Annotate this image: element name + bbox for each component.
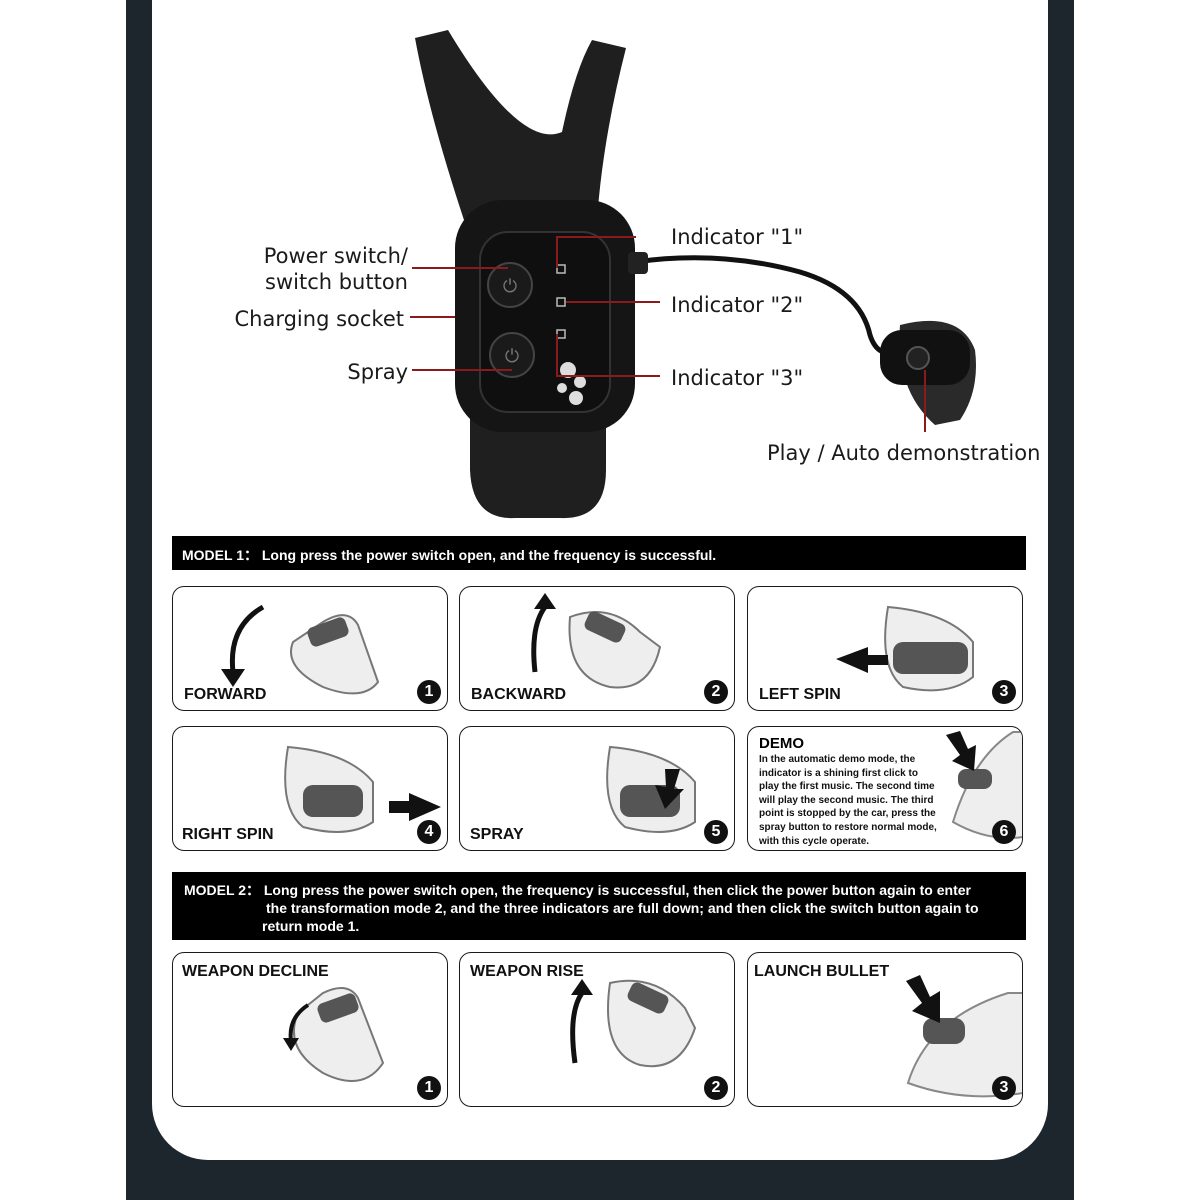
page-margin-left: [0, 0, 128, 1200]
indicator-1-icon: [556, 264, 566, 274]
remote-icon: [584, 611, 626, 643]
panel-backward: BACKWARD 2: [459, 586, 735, 711]
hand-icon: [607, 979, 697, 1068]
remote-icon: [317, 993, 359, 1023]
remote-icon: [627, 982, 669, 1014]
arrow-press-icon: [906, 975, 940, 1023]
panel-forward: FORWARD 1: [172, 586, 448, 711]
panel-label: FORWARD: [184, 686, 267, 703]
finger-icon: [906, 992, 1022, 1098]
indicator-2-callout: Indicator "2": [671, 293, 804, 317]
arrow-up-icon: [570, 991, 585, 1064]
power-button-icon: [487, 262, 533, 308]
arrow-left-icon: [836, 647, 888, 673]
panel-label: LEFT SPIN: [759, 686, 841, 703]
arrow-up-icon: [531, 605, 548, 673]
step-number: 1: [417, 1076, 441, 1100]
arrow-press-icon: [655, 769, 684, 809]
model1-banner: MODEL 1： Long press the power switch ope…: [172, 536, 1026, 570]
indicator-1-callout: Indicator "1": [671, 225, 804, 249]
panel-label: LAUNCH BULLET: [754, 963, 890, 980]
arrow-right-icon: [389, 793, 441, 821]
panel-label: WEAPON DECLINE: [182, 963, 329, 980]
panel-label: SPRAY: [470, 826, 524, 843]
panel-launch-bullet: LAUNCH BULLET 3: [747, 952, 1023, 1107]
panel-demo: DEMO In the automatic demo mode, the ind…: [747, 726, 1023, 851]
demo-title: DEMO: [759, 735, 804, 752]
demo-description: In the automatic demo mode, the indicato…: [759, 754, 937, 847]
step-number: 1: [417, 680, 441, 704]
step-number: 2: [704, 680, 728, 704]
leader-lines: [410, 236, 926, 432]
step-number: 5: [704, 820, 728, 844]
arrow-down-icon: [288, 1003, 310, 1042]
arrow-press-icon: [946, 731, 976, 771]
play-auto-callout: Play / Auto demonstration: [767, 441, 1041, 465]
spray-button-icon: [489, 332, 535, 378]
panel-label: WEAPON RISE: [470, 963, 584, 980]
indicator-3-callout: Indicator "3": [671, 366, 804, 390]
remote-cable: [634, 255, 902, 356]
play-button-icon: [906, 346, 930, 370]
step-number: 4: [417, 820, 441, 844]
step-number: 3: [992, 680, 1016, 704]
power-switch-callout: Power switch/ switch button: [263, 244, 408, 294]
remote-icon: [303, 785, 363, 817]
step-number: 6: [992, 820, 1016, 844]
svg-text:⏻: ⏻: [503, 276, 517, 297]
model2-banner-line3: return mode 1.: [262, 918, 360, 934]
step-number: 2: [704, 1076, 728, 1100]
panel-weapon-rise: WEAPON RISE 2: [459, 952, 735, 1107]
remote-icon: [307, 617, 349, 647]
device-illustration: ⏻ ⏻: [410, 30, 976, 519]
wrist-strap-top: [415, 30, 626, 238]
indicator-2-icon: [556, 297, 566, 307]
panel-left-spin: LEFT SPIN 3: [747, 586, 1023, 711]
spray-callout: Spray: [347, 360, 408, 384]
remote-icon: [893, 642, 968, 674]
panel-weapon-decline: WEAPON DECLINE 1: [172, 952, 448, 1107]
remote-icon: [958, 769, 992, 789]
charging-socket-callout: Charging socket: [234, 307, 405, 331]
panel-spray: SPRAY 5: [459, 726, 735, 851]
step-number: 3: [992, 1076, 1016, 1100]
model2-banner-line1: MODEL 2： Long press the power switch ope…: [184, 882, 971, 898]
page-margin-right: [1074, 0, 1200, 1200]
controller-face: [479, 231, 611, 413]
brand-logo-icon: [557, 362, 586, 405]
arrow-down-icon: [229, 604, 265, 673]
model2-banner: MODEL 2： Long press the power switch ope…: [172, 872, 1026, 940]
panel-label: BACKWARD: [471, 686, 567, 703]
model2-banner-line2: the transformation mode 2, and the three…: [266, 900, 979, 916]
remote-icon: [923, 1018, 965, 1044]
panel-right-spin: RIGHT SPIN 4: [172, 726, 448, 851]
panel-label: RIGHT SPIN: [182, 826, 274, 843]
svg-text:⏻: ⏻: [505, 346, 519, 367]
